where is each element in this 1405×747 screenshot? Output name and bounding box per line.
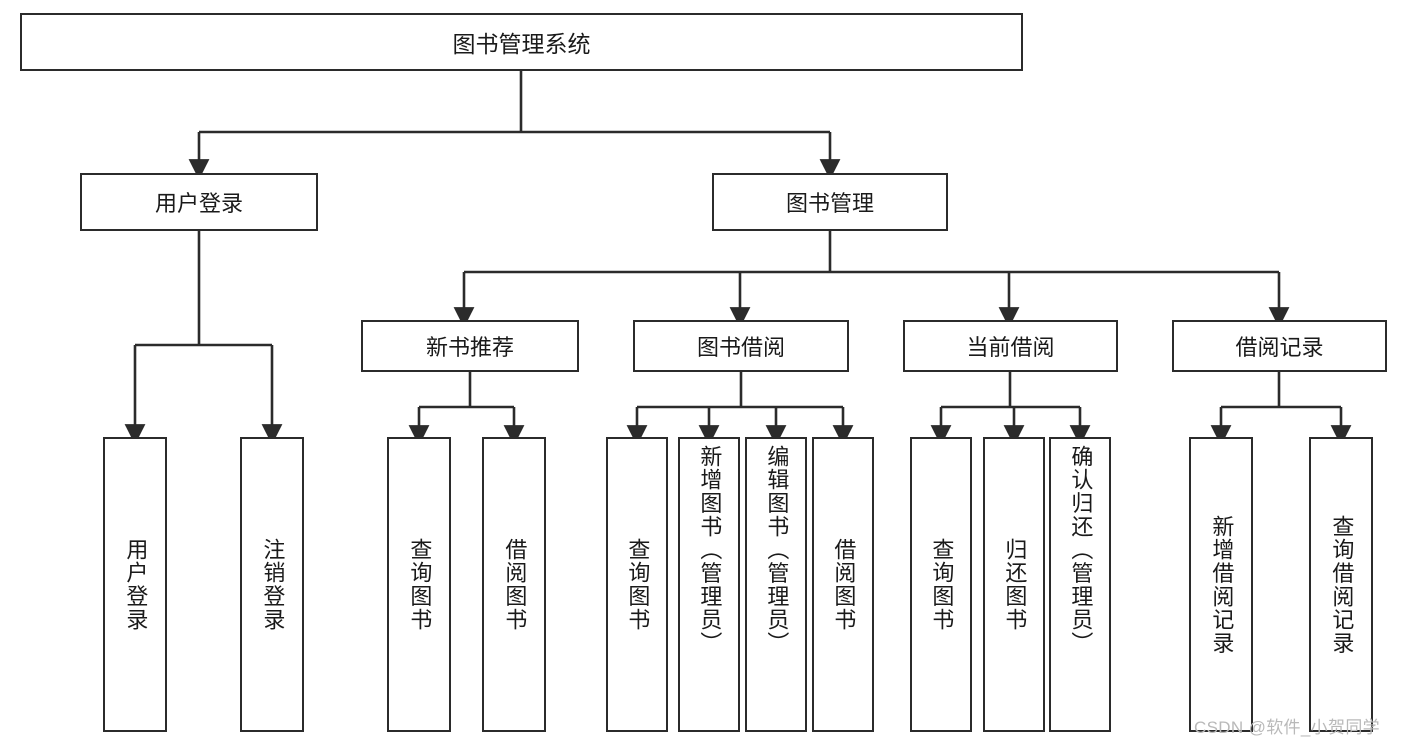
node-leaf-logout[interactable]: 注销登录 xyxy=(240,437,304,732)
node-leaf-borrow-book-1-label: 借阅图书 xyxy=(502,537,528,632)
node-borrow-record[interactable]: 借阅记录 xyxy=(1172,320,1387,372)
node-leaf-add-record-label: 新增借阅记录 xyxy=(1209,514,1235,655)
node-leaf-query-book-2[interactable]: 查询图书 xyxy=(606,437,668,732)
node-root[interactable]: 图书管理系统 xyxy=(20,13,1023,71)
node-leaf-confirm-return-label: 确认归还（管理员） xyxy=(1068,445,1094,655)
node-current-borrow[interactable]: 当前借阅 xyxy=(903,320,1118,372)
node-leaf-user-login-label: 用户登录 xyxy=(123,537,149,632)
node-leaf-add-record[interactable]: 新增借阅记录 xyxy=(1189,437,1253,732)
node-new-book-recommend[interactable]: 新书推荐 xyxy=(361,320,579,372)
node-leaf-edit-book[interactable]: 编辑图书（管理员） xyxy=(745,437,807,732)
node-leaf-confirm-return[interactable]: 确认归还（管理员） xyxy=(1049,437,1111,732)
node-leaf-user-login[interactable]: 用户登录 xyxy=(103,437,167,732)
node-leaf-return-book[interactable]: 归还图书 xyxy=(983,437,1045,732)
edge-group-new-book-recommend xyxy=(408,372,525,446)
node-leaf-query-book-1[interactable]: 查询图书 xyxy=(387,437,451,732)
node-user-login-label: 用户登录 xyxy=(154,191,243,216)
edge-group-book-manage xyxy=(453,231,1290,328)
node-leaf-borrow-book-1[interactable]: 借阅图书 xyxy=(482,437,546,732)
node-leaf-add-book[interactable]: 新增图书（管理员） xyxy=(678,437,740,732)
node-leaf-borrow-book-2[interactable]: 借阅图书 xyxy=(812,437,874,732)
node-leaf-query-book-1-label: 查询图书 xyxy=(407,537,433,632)
node-leaf-query-record[interactable]: 查询借阅记录 xyxy=(1309,437,1373,732)
node-book-borrow-label: 图书借阅 xyxy=(696,335,785,360)
watermark: CSDN @软件_小贺同学 xyxy=(1194,718,1381,737)
node-leaf-borrow-book-2-label: 借阅图书 xyxy=(831,537,857,632)
node-borrow-record-label: 借阅记录 xyxy=(1235,335,1324,360)
edge-group-current-borrow xyxy=(930,372,1091,446)
node-leaf-query-book-2-label: 查询图书 xyxy=(625,537,651,632)
node-current-borrow-label: 当前借阅 xyxy=(966,335,1055,360)
node-book-borrow[interactable]: 图书借阅 xyxy=(633,320,849,372)
node-leaf-return-book-label: 归还图书 xyxy=(1002,537,1028,632)
node-book-manage[interactable]: 图书管理 xyxy=(712,173,948,231)
edge-group-book-borrow xyxy=(626,372,854,446)
node-leaf-query-book-3-label: 查询图书 xyxy=(929,537,955,632)
node-user-login[interactable]: 用户登录 xyxy=(80,173,318,231)
node-new-book-recommend-label: 新书推荐 xyxy=(425,335,514,360)
node-leaf-query-record-label: 查询借阅记录 xyxy=(1329,514,1355,655)
node-leaf-add-book-label: 新增图书（管理员） xyxy=(697,445,723,655)
node-root-label: 图书管理系统 xyxy=(452,31,591,57)
node-leaf-logout-label: 注销登录 xyxy=(260,537,286,632)
edge-group-borrow-record xyxy=(1210,372,1352,446)
edge-group-root xyxy=(188,71,841,180)
edge-group-user-login xyxy=(124,231,283,445)
node-book-manage-label: 图书管理 xyxy=(785,191,874,216)
node-leaf-query-book-3[interactable]: 查询图书 xyxy=(910,437,972,732)
node-leaf-edit-book-label: 编辑图书（管理员） xyxy=(764,445,790,655)
